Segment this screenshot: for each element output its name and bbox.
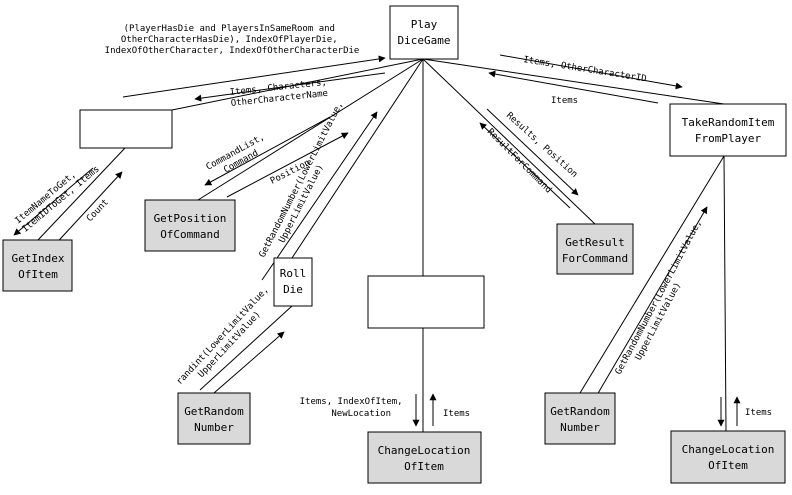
label-command-list: CommandList, Command <box>205 130 277 183</box>
box-label-line: ChangeLocation <box>378 444 471 457</box>
connector-play-get-result <box>422 58 596 225</box>
arrow-top-left-up <box>122 55 386 98</box>
arrow-take-random-get-random <box>596 206 708 396</box>
arrow-get-position-up <box>226 132 349 198</box>
box-label-line: GetResult <box>565 236 625 249</box>
arrow-take-random-up <box>488 70 659 104</box>
label-items-other-character: Items, OtherCharacterID <box>523 55 648 84</box>
arrow-index-up <box>49 171 123 251</box>
box-label-line: OfCommand <box>160 228 220 241</box>
svg-text:GetRandomNumber: GetRandomNumber <box>184 405 244 434</box>
arrow-get-position-down <box>204 116 331 186</box>
box-label-line: OfItem <box>708 459 748 472</box>
box-label-line: GetPosition <box>154 212 227 225</box>
label-index-down: ItemNameToGet, ItemIDToGet, Items <box>14 156 102 235</box>
box-label-line: GetIndex <box>12 252 65 265</box>
box-label-line: OfItem <box>404 460 444 473</box>
arrow-get-random-up <box>213 331 285 394</box>
connector-play-get-position <box>197 58 424 201</box>
connector-take-random-get-random <box>579 155 725 394</box>
arrow-roll-die-up <box>261 111 378 281</box>
arrow-index-down <box>13 167 94 236</box>
label-results-position: Results, Position <box>504 111 579 180</box>
label-top-left-down: Items, Characters, OtherCharacterName <box>229 77 334 109</box>
box-label-line: Play <box>411 18 438 31</box>
connection-lines <box>37 58 727 432</box>
box-label-line: OfItem <box>18 268 58 281</box>
connector-play-roll-die <box>291 58 424 259</box>
label-center-down: Items, IndexOfItem, NewLocation <box>300 397 408 419</box>
arrow-take-random-down <box>499 54 683 90</box>
arrow-get-result-down <box>486 108 579 196</box>
box-label-line: TakeRandomItem <box>682 116 775 129</box>
svg-text:GetRandomNumber: GetRandomNumber <box>550 405 610 434</box>
connector-take-random-change-location <box>723 155 727 432</box>
label-center-up: Items <box>443 409 470 419</box>
label-items-back: Items <box>551 96 578 106</box>
box-label-line: ForCommand <box>562 252 628 265</box>
label-right-up: Items <box>745 408 772 418</box>
box-label-line: GetRandom <box>550 405 610 418</box>
label-randint: randint(LowerLimitValue, UpperLimitValue… <box>175 281 283 394</box>
connector-roll-die-get-random <box>199 305 293 391</box>
connector-play-take-random <box>422 58 725 105</box>
box-label-line: Number <box>194 421 234 434</box>
box-label-line: ChangeLocation <box>682 443 775 456</box>
box-label-line: Die <box>283 283 303 296</box>
connector-blank-left-get-index <box>37 147 126 241</box>
box-label-line: GetRandom <box>184 405 244 418</box>
label-top-left-up: (PlayerHasDie and PlayersInSameRoom and … <box>105 24 360 56</box>
box-blank-left <box>79 109 173 149</box>
arrow-get-result-up <box>479 122 571 209</box>
box-label-line: DiceGame <box>398 34 451 47</box>
box-label-line: FromPlayer <box>695 132 762 145</box>
label-index-up: Count <box>85 198 111 224</box>
box-label-line: Roll <box>280 267 307 280</box>
box-blank-center <box>367 275 485 329</box>
box-label-line: Number <box>560 421 600 434</box>
arrow-top-left-down <box>194 72 386 102</box>
data-flow-arrows <box>13 54 741 427</box>
